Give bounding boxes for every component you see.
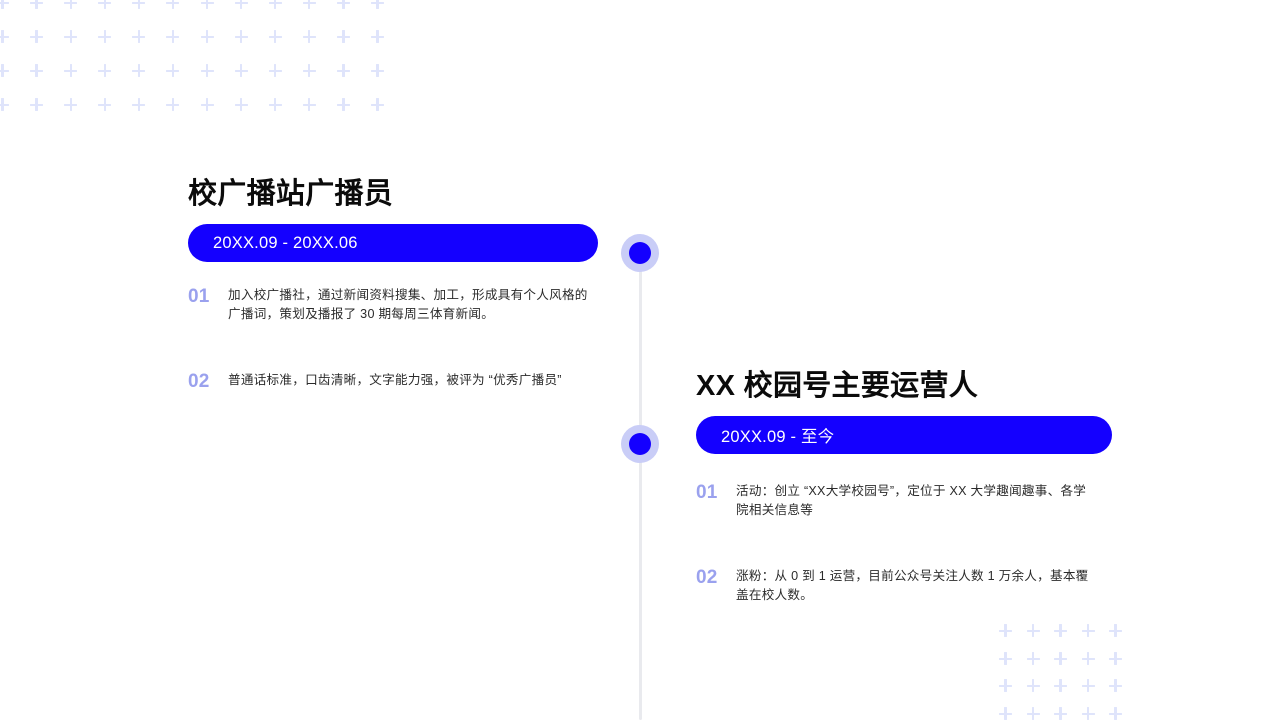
plus-icon: [302, 30, 317, 44]
plus-icon: [0, 98, 10, 112]
plus-icon: [98, 30, 112, 44]
plus-icon: [371, 64, 385, 78]
experience-title-left: 校广播站广播员: [188, 178, 394, 210]
plus-icon: [1081, 624, 1096, 638]
list-item: 01 加入校广播社，通过新闻资料搜集、加工，形成具有个人风格的广播词，策划及播报…: [188, 286, 598, 324]
bullet-text: 涨粉：从 0 到 1 运营，目前公众号关注人数 1 万余人，基本覆盖在校人数。: [736, 569, 1089, 603]
plus-icon: [268, 64, 283, 78]
list-item: 02 普通话标准，口齿清晰，文字能力强，被评为 “优秀广播员”: [188, 371, 598, 392]
plus-icon: [1026, 679, 1041, 693]
plus-icon: [1109, 706, 1123, 720]
timeline-vertical-line: [639, 236, 642, 720]
plus-icon: [30, 0, 44, 10]
plus-icon: [132, 30, 146, 44]
plus-icon: [268, 98, 283, 112]
decorative-plus-grid-top-left: [0, 0, 405, 132]
plus-icon: [1054, 679, 1068, 693]
plus-icon: [302, 0, 317, 10]
plus-icon: [0, 30, 10, 44]
plus-icon: [336, 0, 351, 10]
plus-icon: [166, 64, 180, 78]
date-range-text-left: 20XX.09 - 20XX.06: [213, 233, 358, 252]
plus-icon: [132, 64, 146, 78]
date-range-text-right: 20XX.09 - 至今: [721, 428, 835, 447]
date-range-badge-right[interactable]: 20XX.09 - 至今: [696, 416, 1112, 455]
plus-icon: [1081, 679, 1096, 693]
plus-icon: [166, 0, 180, 10]
plus-icon: [30, 98, 44, 112]
bullet-text: 活动：创立 “XX大学校园号”，定位于 XX 大学趣闻趣事、各学院相关信息等: [736, 484, 1087, 518]
plus-icon: [1081, 651, 1096, 666]
plus-icon: [98, 98, 112, 112]
plus-icon: [268, 0, 283, 10]
plus-icon: [166, 98, 180, 112]
plus-icon: [999, 651, 1013, 666]
plus-icon: [234, 30, 249, 44]
plus-icon: [98, 0, 112, 10]
plus-icon: [234, 0, 249, 10]
bullet-text: 普通话标准，口齿清晰，文字能力强，被评为 “优秀广播员”: [228, 373, 562, 388]
plus-icon: [64, 64, 78, 78]
plus-icon: [1109, 679, 1123, 693]
plus-icon: [1054, 624, 1068, 638]
timeline-marker-core-1: [629, 242, 651, 264]
plus-icon: [336, 98, 351, 112]
plus-icon: [30, 30, 44, 44]
plus-icon: [336, 30, 351, 44]
plus-icon: [166, 30, 180, 44]
bullet-index: 02: [696, 567, 718, 589]
plus-icon: [64, 98, 78, 112]
list-item: 01 活动：创立 “XX大学校园号”，定位于 XX 大学趣闻趣事、各学院相关信息…: [696, 482, 1106, 520]
bullet-list-right: 01 活动：创立 “XX大学校园号”，定位于 XX 大学趣闻趣事、各学院相关信息…: [696, 482, 1106, 605]
plus-icon: [200, 64, 215, 78]
plus-icon: [234, 98, 249, 112]
plus-icon: [371, 98, 385, 112]
plus-icon: [0, 64, 10, 78]
plus-icon: [371, 30, 385, 44]
plus-icon: [999, 706, 1013, 720]
plus-icon: [234, 64, 249, 78]
list-item: 02 涨粉：从 0 到 1 运营，目前公众号关注人数 1 万余人，基本覆盖在校人…: [696, 567, 1106, 605]
bullet-text: 加入校广播社，通过新闻资料搜集、加工，形成具有个人风格的广播词，策划及播报了 3…: [228, 288, 588, 322]
plus-icon: [999, 679, 1013, 693]
plus-icon: [1109, 651, 1123, 666]
plus-icon: [1026, 706, 1041, 720]
plus-icon: [1054, 706, 1068, 720]
plus-icon: [336, 64, 351, 78]
plus-icon: [200, 0, 215, 10]
experience-block-right: XX 校园号主要运营人 20XX.09 - 至今 01 活动：创立 “XX大学校…: [696, 370, 1112, 605]
plus-icon: [268, 30, 283, 44]
experience-title-right: XX 校园号主要运营人: [696, 370, 979, 402]
plus-icon: [0, 0, 10, 10]
plus-icon: [200, 98, 215, 112]
decorative-plus-grid-bottom-right: [999, 624, 1137, 720]
bullet-list-left: 01 加入校广播社，通过新闻资料搜集、加工，形成具有个人风格的广播词，策划及播报…: [188, 286, 598, 392]
bullet-index: 02: [188, 371, 210, 393]
plus-icon: [200, 30, 215, 44]
timeline-marker-core-2: [629, 433, 651, 455]
plus-icon: [371, 0, 385, 10]
plus-icon: [1054, 651, 1068, 666]
plus-icon: [132, 98, 146, 112]
plus-icon: [302, 98, 317, 112]
plus-icon: [64, 30, 78, 44]
plus-icon: [64, 0, 78, 10]
plus-icon: [1026, 651, 1041, 666]
plus-icon: [132, 0, 146, 10]
timeline-marker-1[interactable]: [621, 234, 659, 272]
experience-block-left: 校广播站广播员 20XX.09 - 20XX.06 01 加入校广播社，通过新闻…: [188, 178, 598, 392]
plus-icon: [999, 624, 1013, 638]
plus-icon: [302, 64, 317, 78]
plus-icon: [1109, 624, 1123, 638]
bullet-index: 01: [696, 482, 718, 504]
timeline-marker-2[interactable]: [621, 425, 659, 463]
bullet-index: 01: [188, 286, 210, 308]
plus-icon: [30, 64, 44, 78]
date-range-badge-left[interactable]: 20XX.09 - 20XX.06: [188, 224, 598, 263]
plus-icon: [1026, 624, 1041, 638]
plus-icon: [98, 64, 112, 78]
plus-icon: [1081, 706, 1096, 720]
